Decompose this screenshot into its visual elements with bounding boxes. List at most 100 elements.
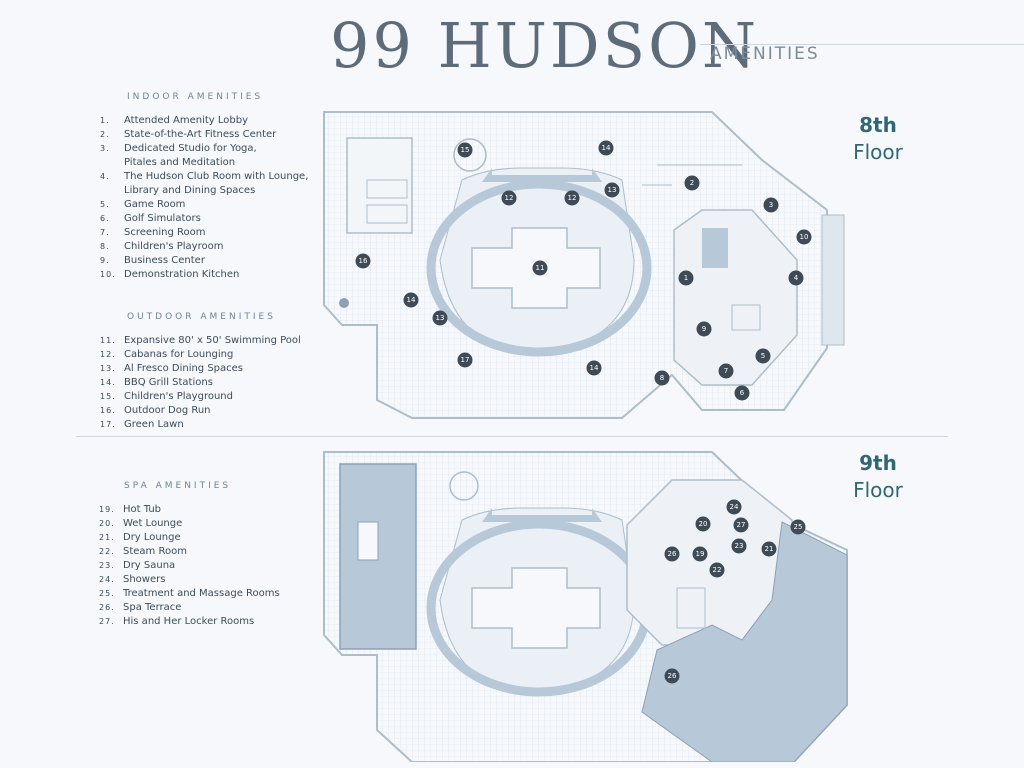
list-item: 2.State-of-the-Art Fitness Center xyxy=(100,129,277,140)
outdoor-heading: OUTDOOR AMENITIES xyxy=(127,312,276,322)
svg-text:16: 16 xyxy=(359,257,368,265)
map-marker-24[interactable]: 24 xyxy=(726,499,742,515)
map-marker-14[interactable]: 14 xyxy=(403,292,419,308)
map-marker-15[interactable]: 15 xyxy=(457,142,473,158)
list-item: 23.Dry Sauna xyxy=(99,560,176,571)
map-marker-25[interactable]: 25 xyxy=(790,519,806,535)
map-marker-20[interactable]: 20 xyxy=(695,516,711,532)
svg-text:23: 23 xyxy=(735,542,744,550)
list-item: 24.Showers xyxy=(99,574,166,585)
map-marker-12[interactable]: 12 xyxy=(501,190,517,206)
map-marker-13[interactable]: 13 xyxy=(432,310,448,326)
map-marker-27[interactable]: 27 xyxy=(733,517,749,533)
map-marker-16[interactable]: 16 xyxy=(355,253,371,269)
svg-text:26: 26 xyxy=(668,550,677,558)
svg-text:9: 9 xyxy=(702,325,706,333)
list-item: 21.Dry Lounge xyxy=(99,532,181,543)
svg-text:11: 11 xyxy=(536,264,545,272)
list-item: Pitales and Meditation xyxy=(124,157,236,168)
svg-text:17: 17 xyxy=(461,356,470,364)
svg-text:1: 1 xyxy=(684,274,688,282)
map-marker-26[interactable]: 26 xyxy=(664,668,680,684)
svg-text:12: 12 xyxy=(568,194,577,202)
svg-text:2: 2 xyxy=(690,179,694,187)
map-marker-1[interactable]: 1 xyxy=(678,270,694,286)
outdoor-list: 11.Expansive 80' x 50' Swimming Pool 12.… xyxy=(100,334,315,432)
list-item: 17.Green Lawn xyxy=(100,419,184,430)
svg-text:7: 7 xyxy=(724,367,728,375)
list-item: 13.Al Fresco Dining Spaces xyxy=(100,363,244,374)
pool-ring xyxy=(426,179,652,357)
list-item: 3.Dedicated Studio for Yoga, xyxy=(100,143,257,154)
map-marker-7[interactable]: 7 xyxy=(718,363,734,379)
spa-list: 19.Hot Tub 20.Wet Lounge 21.Dry Lounge 2… xyxy=(99,503,314,629)
svg-text:8: 8 xyxy=(660,374,664,382)
svg-text:3: 3 xyxy=(769,201,773,209)
svg-text:15: 15 xyxy=(461,146,470,154)
indoor-list: 1.Attended Amenity Lobby 2.State-of-the-… xyxy=(100,114,315,282)
svg-text:12: 12 xyxy=(505,194,514,202)
map-marker-3[interactable]: 3 xyxy=(763,197,779,213)
list-item: 16.Outdoor Dog Run xyxy=(100,405,211,416)
svg-text:14: 14 xyxy=(602,144,611,152)
map-marker-26[interactable]: 26 xyxy=(664,546,680,562)
svg-text:10: 10 xyxy=(800,233,809,241)
svg-text:26: 26 xyxy=(668,672,677,680)
svg-text:21: 21 xyxy=(765,545,774,553)
list-item: 8.Children's Playroom xyxy=(100,241,224,252)
svg-text:19: 19 xyxy=(696,550,705,558)
map-marker-12[interactable]: 12 xyxy=(564,190,580,206)
map-marker-10[interactable]: 10 xyxy=(796,229,812,245)
svg-text:27: 27 xyxy=(737,521,746,529)
list-item: 7.Screening Room xyxy=(100,227,206,238)
list-item: 22.Steam Room xyxy=(99,546,187,557)
list-item: 14.BBQ Grill Stations xyxy=(100,377,213,388)
floor-plan-9th: 19 20 21 22 23 24 25 26 26 27 xyxy=(323,451,848,762)
map-marker-21[interactable]: 21 xyxy=(761,541,777,557)
list-item: 4.The Hudson Club Room with Lounge, xyxy=(100,171,309,182)
svg-text:25: 25 xyxy=(794,523,803,531)
map-marker-14[interactable]: 14 xyxy=(598,140,614,156)
list-item: 27.His and Her Locker Rooms xyxy=(99,616,255,627)
list-item: 5.Game Room xyxy=(100,199,186,210)
map-marker-22[interactable]: 22 xyxy=(709,562,725,578)
list-item: 25.Treatment and Massage Rooms xyxy=(99,588,280,599)
list-item: 9.Business Center xyxy=(100,255,205,266)
list-item: 15.Children's Playground xyxy=(100,391,233,402)
list-item: Library and Dining Spaces xyxy=(124,185,256,196)
map-marker-23[interactable]: 23 xyxy=(731,538,747,554)
list-item: 11.Expansive 80' x 50' Swimming Pool xyxy=(100,335,301,346)
list-item: 12.Cabanas for Lounging xyxy=(100,349,234,360)
map-marker-6[interactable]: 6 xyxy=(734,385,750,401)
svg-text:20: 20 xyxy=(699,520,708,528)
list-item: 20.Wet Lounge xyxy=(99,518,183,529)
map-marker-13[interactable]: 13 xyxy=(604,182,620,198)
map-marker-14[interactable]: 14 xyxy=(586,360,602,376)
map-marker-5[interactable]: 5 xyxy=(755,348,771,364)
section-divider xyxy=(76,436,948,437)
lap-pool xyxy=(339,463,417,650)
spa-heading: SPA AMENITIES xyxy=(124,481,232,491)
svg-text:14: 14 xyxy=(407,296,416,304)
map-marker-9[interactable]: 9 xyxy=(696,321,712,337)
map-marker-19[interactable]: 19 xyxy=(692,546,708,562)
list-item: 19.Hot Tub xyxy=(99,504,162,515)
map-marker-2[interactable]: 2 xyxy=(684,175,700,191)
svg-text:13: 13 xyxy=(608,186,617,194)
svg-text:22: 22 xyxy=(713,566,722,574)
list-item: 1.Attended Amenity Lobby xyxy=(100,115,249,126)
spa-terrace xyxy=(641,521,848,762)
svg-text:24: 24 xyxy=(730,503,739,511)
map-marker-4[interactable]: 4 xyxy=(788,270,804,286)
svg-text:14: 14 xyxy=(590,364,599,372)
svg-text:4: 4 xyxy=(794,274,799,282)
map-marker-8[interactable]: 8 xyxy=(654,370,670,386)
map-marker-17[interactable]: 17 xyxy=(457,352,473,368)
header-rule xyxy=(700,44,1024,45)
list-item: 6.Golf Simulators xyxy=(100,213,201,224)
page-subtitle: AMENITIES xyxy=(710,44,820,64)
map-marker-11[interactable]: 11 xyxy=(532,260,548,276)
list-item: 26.Spa Terrace xyxy=(99,602,182,613)
